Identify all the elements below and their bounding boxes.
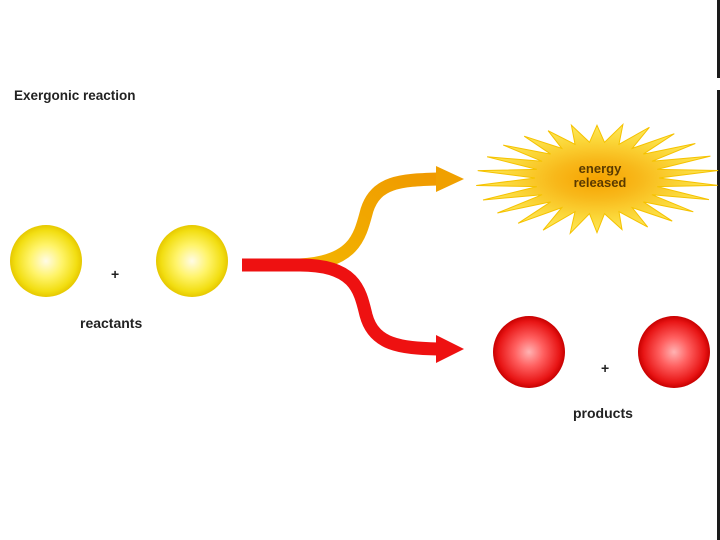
energy-released-label: energy released <box>545 162 655 190</box>
reactants-label: reactants <box>80 315 143 331</box>
product-sphere-left <box>493 316 565 388</box>
product-sphere-right <box>638 316 710 388</box>
energy-burst-icon <box>476 123 719 235</box>
energy-arrow-icon <box>299 166 464 272</box>
energy-label-line2: released <box>573 175 627 190</box>
product-arrow-icon <box>242 258 464 363</box>
reactant-sphere-right <box>156 225 228 297</box>
slide-border-gap <box>717 78 720 90</box>
diagram-title: Exergonic reaction <box>14 88 136 103</box>
energy-label-line1: energy <box>578 161 622 176</box>
products-plus-sign: + <box>601 360 610 376</box>
slide-right-border <box>717 0 720 540</box>
products-label: products <box>573 405 633 421</box>
reactants-plus-sign: + <box>111 266 120 282</box>
reactant-sphere-left <box>10 225 82 297</box>
